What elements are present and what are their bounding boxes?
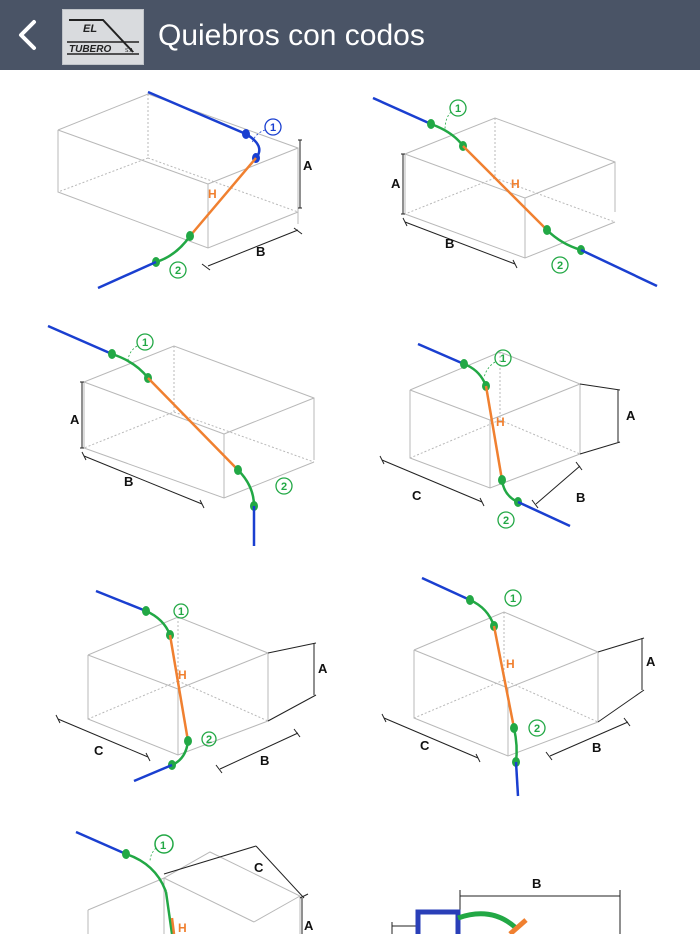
elbow-1-marker: 1 <box>510 593 516 605</box>
label-a: A <box>391 176 401 191</box>
label-c: C <box>254 860 264 875</box>
elbow-1-marker: 1 <box>178 606 184 618</box>
diagram-offset-1[interactable]: A B H 1 2 <box>40 82 340 302</box>
label-h: H <box>208 187 217 201</box>
label-a: A <box>304 918 314 933</box>
logo-text-tubero: TUBERO <box>69 44 111 55</box>
chevron-left-icon <box>19 20 36 50</box>
label-c: C <box>94 743 104 758</box>
label-b: B <box>532 876 541 891</box>
app-header: EL TUBERO S.A. Quiebros con codos <box>0 0 700 70</box>
elbow-2-marker: 2 <box>534 723 540 735</box>
label-a: A <box>646 654 656 669</box>
label-h: H <box>496 415 505 429</box>
label-c: C <box>420 738 430 753</box>
label-a: A <box>70 412 80 427</box>
label-a: A <box>318 661 328 676</box>
elbow-2-marker: 2 <box>175 265 181 277</box>
label-b: B <box>592 740 601 755</box>
elbow-1-marker: 1 <box>160 840 166 852</box>
label-b: B <box>124 474 133 489</box>
app-logo: EL TUBERO S.A. <box>62 9 144 65</box>
label-b: B <box>260 753 269 768</box>
diagram-offset-5[interactable]: A C B H 1 2 <box>40 585 340 795</box>
diagram-offset-3[interactable]: A B 1 2 <box>40 318 340 550</box>
diagram-offset-7[interactable]: C A H 1 <box>40 822 340 934</box>
back-button[interactable] <box>12 18 46 52</box>
elbow-1-marker: 1 <box>500 353 506 365</box>
elbow-1-marker: 1 <box>142 337 148 349</box>
diagram-offset-8[interactable]: B <box>380 862 680 934</box>
label-h: H <box>178 668 187 682</box>
diagram-offset-2[interactable]: A B H 1 2 <box>365 82 665 302</box>
elbow-2-marker: 2 <box>281 481 287 493</box>
elbow-2-marker: 2 <box>503 515 509 527</box>
elbow-2-marker: 2 <box>557 260 563 272</box>
elbow-1-marker: 1 <box>270 122 276 134</box>
diagram-offset-4[interactable]: A C B H 1 2 <box>370 330 670 540</box>
label-a: A <box>303 158 313 173</box>
label-c: C <box>412 488 422 503</box>
diagram-offset-6[interactable]: A C B H 1 2 <box>370 572 670 798</box>
logo-text-el: EL <box>83 23 97 35</box>
label-h: H <box>511 177 520 191</box>
label-b: B <box>576 490 585 505</box>
elbow-2-marker: 2 <box>206 734 212 746</box>
label-a: A <box>626 408 636 423</box>
label-h: H <box>506 657 515 671</box>
page-title: Quiebros con codos <box>158 19 425 52</box>
label-b: B <box>445 236 454 251</box>
elbow-1-marker: 1 <box>455 103 461 115</box>
label-h: H <box>178 921 187 934</box>
label-b: B <box>256 244 265 259</box>
logo-text-suffix: S.A. <box>125 48 134 54</box>
